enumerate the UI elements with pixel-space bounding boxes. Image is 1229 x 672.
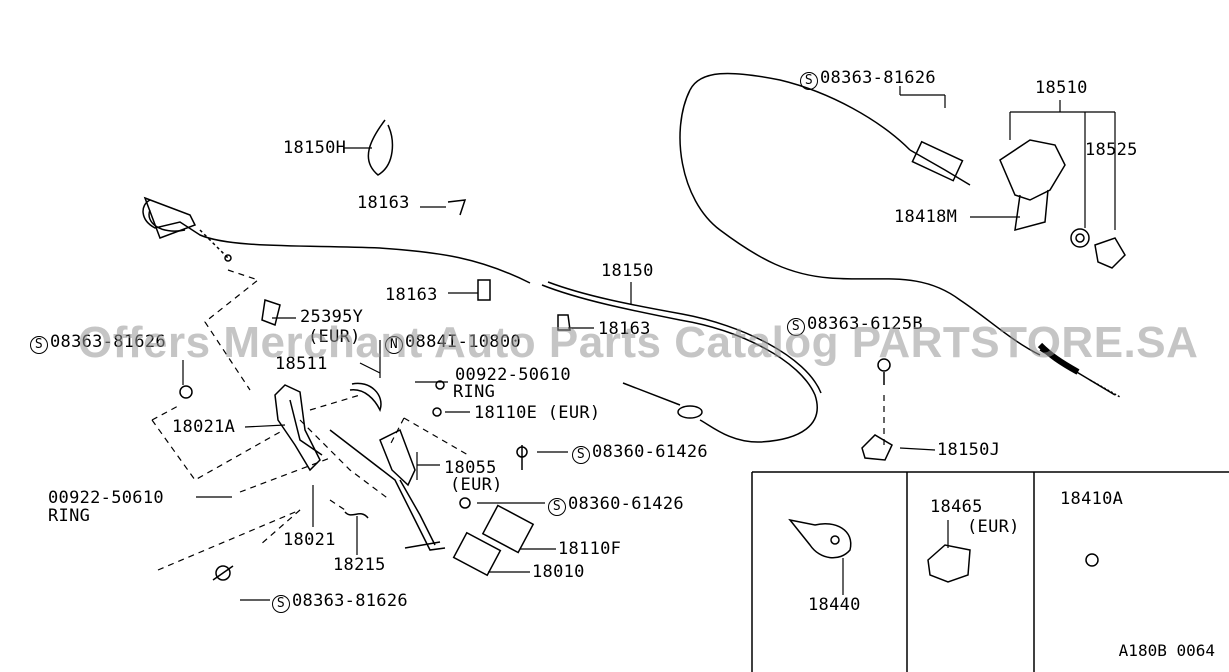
accelerator-cable-right [679,72,1121,398]
part-label-18163-right: 18163 [598,319,651,339]
part-label-18410A: 18410A [1060,489,1124,509]
part-label-18150J: 18150J [937,440,1001,460]
s-marker-icon: S [572,446,590,464]
part-label-25395Y: 25395Y [300,307,364,327]
n-marker-icon: N [385,336,403,354]
cable-bracket [999,139,1126,269]
part-label-18021: 18021 [283,530,336,550]
pedal-assembly [179,119,1099,583]
part-label-18511: 18511 [275,354,328,374]
part-label-18055-sub: (EUR) [450,475,503,495]
part-label-18215: 18215 [333,555,386,575]
s-marker-icon: S [800,72,818,90]
part-label-18010: 18010 [532,562,585,582]
part-label-18440: 18440 [808,595,861,615]
part-label-18525: 18525 [1085,140,1138,160]
part-label-18465: 18465 [930,497,983,517]
s-marker-icon: S [30,336,48,354]
part-label-18163-top: 18163 [357,193,410,213]
watermark: Offers Merchant Auto Parts Catalog PARTS… [78,318,1199,367]
part-label-18021A: 18021A [172,417,236,437]
part-label-ring-top: RING [453,382,496,402]
part-label-18055: 18055 [444,458,497,478]
leader-lines [182,86,1116,601]
inset-boxes [751,471,1229,672]
s-marker-icon: S [787,318,805,336]
part-label-18418M: 18418M [894,207,958,227]
part-label-18110E: 18110E (EUR) [474,403,601,423]
diagram-code: A180B 0064 [1118,641,1215,660]
part-label-18150: 18150 [601,261,654,281]
part-label-18150H: 18150H [283,138,347,158]
part-label-18163-mid: 18163 [385,285,438,305]
s-marker-icon: S [548,498,566,516]
dashed-guides [151,269,885,571]
part-label-25395Y-sub: (EUR) [308,327,361,347]
part-label-00922-ring-top: 00922-50610 [455,365,571,385]
part-label-00922-ring-left: 00922-50610 [48,488,164,508]
s-marker-icon: S [272,595,290,613]
part-label-18465-sub: (EUR) [967,517,1020,537]
accelerator-cable-upper [142,196,822,443]
part-label-18510: 18510 [1035,78,1088,98]
part-label-18110F: 18110F [558,539,622,559]
part-label-ring-left: RING [48,506,91,526]
